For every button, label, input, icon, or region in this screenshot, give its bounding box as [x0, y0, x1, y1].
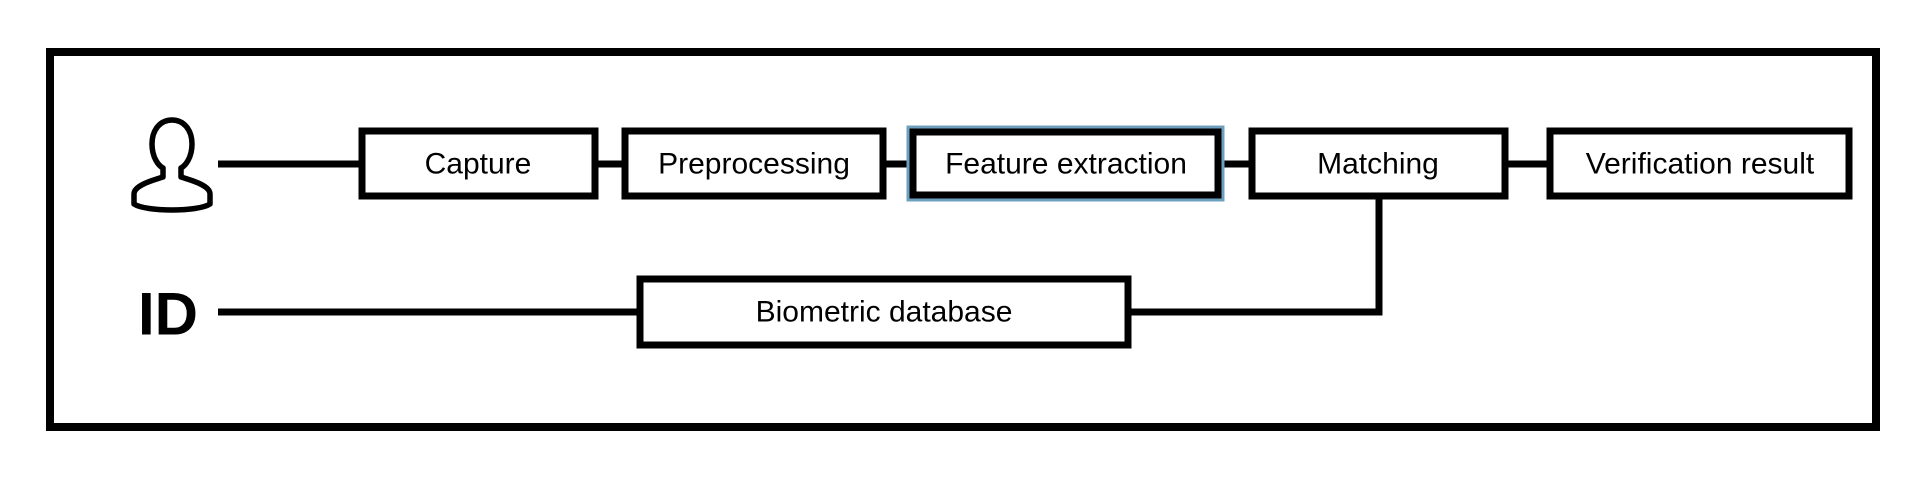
step-capture: Capture [358, 127, 599, 200]
biometric-database: Biometric database [636, 275, 1132, 349]
step-capture-label: Capture [425, 148, 532, 181]
step-feature-extraction: Feature extraction [906, 125, 1225, 202]
step-verification-result-label: Verification result [1586, 148, 1815, 181]
connector-database-matching [1128, 197, 1383, 316]
biometric-database-label: Biometric database [756, 296, 1013, 329]
step-preprocessing-label: Preprocessing [658, 148, 850, 181]
highlight-border [906, 125, 1225, 202]
step-matching-label: Matching [1317, 148, 1439, 181]
id-label: ID [138, 281, 198, 348]
diagram-frame [46, 48, 1880, 431]
step-feature-extraction-label: Feature extraction [945, 148, 1187, 181]
step-matching: Matching [1248, 127, 1509, 200]
step-verification-result: Verification result [1546, 127, 1853, 200]
user-icon [131, 117, 213, 213]
step-preprocessing: Preprocessing [621, 127, 887, 200]
